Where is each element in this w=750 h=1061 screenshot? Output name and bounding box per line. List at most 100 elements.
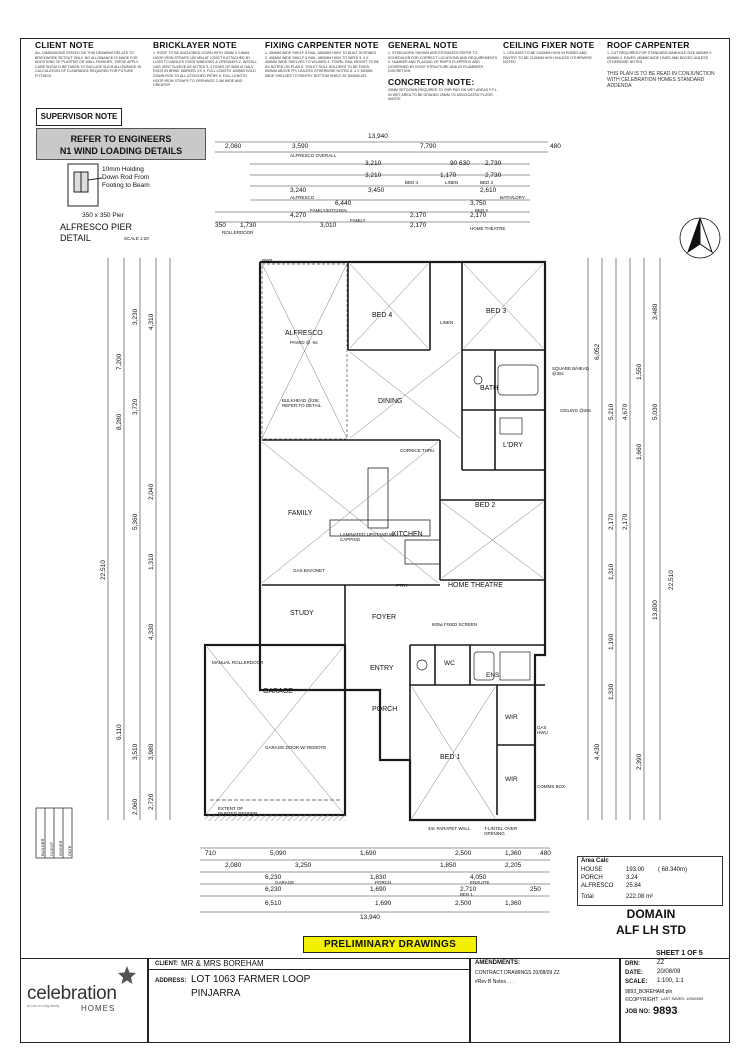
top-overall-dim: 13,940 (368, 133, 388, 140)
left-sub-dim-2: 6,110 (116, 724, 123, 740)
area-calc-title: Area Calc (581, 858, 609, 864)
top-dim-label-alfresco-overall: ALFRESCO OVERALL (290, 153, 337, 158)
pier-detail-word: DETAIL (60, 233, 91, 243)
bottom-dim-row2-4: 2,205 (505, 862, 522, 869)
bottom-dim-row3-1: 6,230 (265, 874, 282, 881)
pier-title: ALFRESCO PIER (60, 222, 133, 232)
area-row-house-label: HOUSE (581, 867, 603, 873)
left-sub-dim-3: 7,200 (116, 353, 123, 370)
right-dim-11: 4,430 (594, 743, 601, 760)
top-dim-row5-1: 6,440 (335, 200, 352, 207)
top-label-home-theatre: HOME THEATRE (470, 226, 506, 231)
bottom-dim-row1-5: 1,360 (505, 850, 522, 857)
gas-hwu-label: GAS HWU (537, 725, 548, 735)
right-sub-dim-2: 5,030 (652, 403, 659, 420)
cornice-label: CORNICE THRU (400, 448, 435, 453)
room-wir: WIR (505, 714, 518, 721)
area-calc-box: Area Calc HOUSE 193.00 ( 68.340m) PORCH … (577, 856, 723, 906)
square-bulkhead-label: SQUARE B/HEAD @26c (552, 366, 590, 376)
top-label-bed3: BED 3 (480, 180, 494, 185)
parapet-label: 34c PARAPET WALL (428, 826, 471, 831)
right-dim-2: 5,210 (608, 403, 615, 420)
amendment-1: CONTRACT DRAWINGS 20/08/09 ZZ (475, 970, 560, 976)
room-bed1: BED 1 (440, 754, 461, 761)
room-home-theatre: HOME THEATRE (448, 582, 503, 589)
address-line-2: PINJARRA (191, 988, 241, 999)
design-name: DOMAIN ALF LH STD (610, 906, 692, 938)
date-label: DATE: (625, 970, 643, 976)
right-sub-dim-3: 3,480 (652, 303, 659, 320)
right-dim-10: 1,330 (608, 683, 615, 700)
sheet-number: SHEET 1 OF 5 (656, 950, 703, 957)
logo-cell: celebration HOMES at one of a big family (20, 958, 148, 1043)
bottom-dim-row2-2: 3,250 (295, 862, 312, 869)
refer-line-2: N1 WIND LOADING DETAILS (59, 146, 183, 156)
top-dim-row2-1: 3,210 (365, 160, 382, 167)
concretor-note-body: 25mm SETDOWN REQUIRED TO SHR PAD ON WET … (388, 87, 498, 102)
room-study: STUDY (290, 610, 314, 617)
supervisor-note-label: SUPERVISOR NOTE (36, 108, 122, 126)
roof-carpenter-note: ROOF CARPENTER 1. CUT REQUIRED FOR STAND… (607, 40, 722, 89)
top-dimension-lines (215, 141, 548, 223)
garage-door-label: GARAGE DOOR W/ REMOTE (265, 745, 327, 750)
left-dim-11: 2,060 (132, 798, 139, 815)
star-logo-icon (118, 966, 136, 984)
bottom-dim-row1-3: 1,690 (360, 850, 377, 857)
area-row-house-value: 193.00 (626, 867, 645, 873)
bottom-label-bed1: BED 1 (460, 892, 474, 897)
bottom-dim-row4-1: 6,230 (265, 886, 282, 893)
ceiling-fixer-note: CEILING FIXER NOTE 1. CEILINGS TO BE 210… (503, 40, 599, 65)
right-dim-9: 1,190 (608, 633, 615, 650)
sidebar-label-client: CLIENT (49, 841, 54, 856)
extent-render-label: EXTENT OF PAINTED RENDER (218, 806, 258, 816)
top-dim-row7-4: 3,010 (320, 222, 337, 229)
room-bed3: BED 3 (486, 308, 507, 315)
scale-label: SCALE: (625, 979, 648, 985)
room-wir-2: WIR (505, 776, 518, 783)
bottom-dim-row1-4: 2,500 (455, 850, 472, 857)
north-arrow-graphic (679, 217, 721, 259)
top-dim-row3-1: 3,210 (365, 172, 382, 179)
room-linen: LINEN (440, 320, 454, 325)
room-bed2: BED 2 (475, 502, 496, 509)
right-dim-6: 2,170 (608, 513, 615, 530)
top-label-linen: LINEN (445, 180, 459, 185)
amendment-2: #Rev B Notes . . . (475, 979, 515, 985)
pier-scale: SCALE 1:20 (124, 236, 149, 241)
ceiling-height-label: CEILING @26c (560, 408, 592, 413)
gas-bayonet-label: GAS BAYONET (293, 568, 325, 573)
client-note-title: CLIENT NOTE (35, 40, 94, 50)
ceiling-diagonals (206, 263, 544, 819)
pier-detail-graphic (67, 163, 103, 207)
pier-detail-title: ALFRESCO PIER DETAIL (60, 222, 132, 244)
internal-walls (262, 262, 545, 815)
client-note: CLIENT NOTE ALL DIMENSIONS STATED ON THI… (35, 40, 145, 79)
bottom-dim-row2-1: 2,080 (225, 862, 242, 869)
bricklayer-note-title: BRICKLAYER NOTE (153, 40, 237, 50)
top-dim-row6-3: 2,170 (470, 212, 487, 219)
logo-tagline: at one of a big family (27, 1004, 60, 1008)
file-name: 9893_BOREHAM.pln (625, 989, 673, 995)
wet-area-fixtures (416, 364, 539, 681)
top-dim-row4-2: 3,450 (368, 187, 385, 194)
bottom-label-garage: GARAGE (275, 880, 295, 885)
left-overall-dim: 22,510 (100, 560, 107, 580)
right-dim-4: 1,550 (636, 363, 643, 380)
room-ldry: L'DRY (503, 442, 523, 449)
left-dim-5: 2,040 (148, 483, 155, 500)
concretor-note-title: CONCRETOR NOTE: (388, 76, 475, 87)
area-row-porch-value: 3.24 (626, 875, 638, 881)
top-label-bath-ldry: BATH/LDRY (500, 195, 525, 200)
top-dim-row5-2: 3,750 (470, 200, 487, 207)
title-block: celebration HOMES at one of a big family… (20, 958, 730, 1043)
logo-brand: celebration (27, 983, 117, 1004)
left-dim-1: 3,230 (132, 308, 139, 325)
area-row-alfresco-value: 25.84 (626, 883, 642, 889)
client-note-body: ALL DIMENSIONS STATED ON THIS DRAWING RE… (35, 51, 142, 78)
bottom-dim-row1-1: 710 (205, 850, 216, 857)
last-saved: LAST SAVED: 1/09/2009 (661, 997, 704, 1001)
scale-value: 1:100, 1:1 (657, 978, 684, 984)
top-dim-row4-1: 3,240 (290, 187, 307, 194)
bottom-dim-row3-2: 1,830 (370, 874, 387, 881)
